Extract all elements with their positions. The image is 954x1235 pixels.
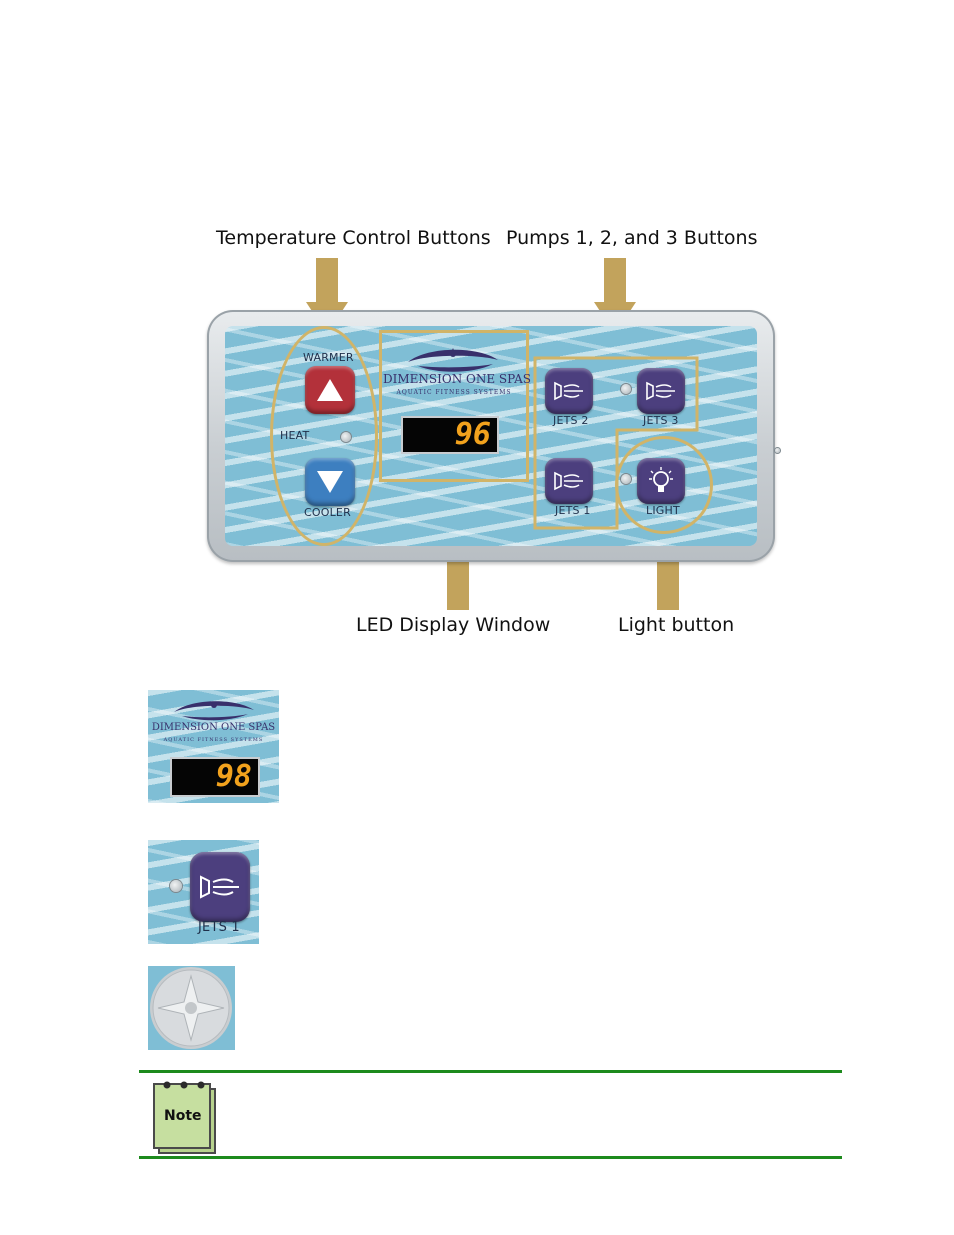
light-label: LIGHT [646,504,680,517]
cooler-label: COOLER [304,506,351,519]
up-triangle-icon [317,379,343,401]
jets2-button[interactable] [545,368,593,414]
light-outline [615,436,713,534]
light-bulb-icon [649,467,673,492]
note-label: Note [164,1108,202,1124]
note-bottom-rule [139,1156,842,1159]
brand-logo-icon [408,348,498,372]
thumbnail-jets1-button [190,852,250,922]
jets1-button[interactable] [545,458,593,504]
jets3-button[interactable] [637,368,685,414]
thumbnail-indicator-light [170,880,182,892]
cooler-button[interactable] [305,458,355,506]
brand-tagline: AQUATIC FITNESS SYSTEMS [396,389,512,396]
jets2-label: JETS 2 [553,414,589,427]
jets3-label: JETS 3 [643,414,679,427]
warmer-button[interactable] [305,366,355,414]
down-triangle-icon [317,471,343,493]
warmer-label: WARMER [303,351,354,364]
note-pad-icon: Note [153,1081,211,1149]
spa-control-panel: WARMER HEAT COOLER DIMENSION ONE SPAS AQ… [207,310,780,562]
brand-logo-icon [174,701,254,721]
led-callout: LED Display Window [356,614,551,636]
led-display: 96 [401,416,499,454]
light-button[interactable] [637,458,685,504]
led-outline [379,330,529,482]
light-callout: Light button [618,614,735,636]
thumbnail-jets1-label: JETS 1 [198,920,240,935]
jets-thumbnail: JETS 1 [148,840,259,944]
temperature-outline [270,326,378,546]
pumps-callout: Pumps 1, 2, and 3 Buttons [506,227,758,249]
jets-icon [554,381,583,401]
brand-name: DIMENSION ONE SPAS [383,372,532,386]
display-thumbnail: DIMENSION ONE SPAS AQUATIC FITNESS SYSTE… [148,690,279,803]
thumbnail-led-display: 98 [170,757,260,797]
jets3-indicator-light [621,384,631,394]
jets-icon [554,471,583,491]
jets1-label: JETS 1 [555,504,591,517]
heat-indicator-light [341,432,351,442]
jets-icon [200,875,239,899]
note-top-rule [139,1070,842,1073]
panel-edge-mark [775,448,780,453]
spiral-binding-icon [163,1081,205,1089]
heat-label: HEAT [280,429,310,442]
thumbnail-brand-name: DIMENSION ONE SPAS [151,722,276,733]
pumps-outline [533,356,699,530]
temperature-callout: Temperature Control Buttons [216,227,491,249]
jets-icon [646,381,675,401]
jet-knob-icon [150,967,232,1049]
knob-thumbnail [148,966,235,1050]
thumbnail-brand-tagline: AQUATIC FITNESS SYSTEMS [163,737,264,743]
